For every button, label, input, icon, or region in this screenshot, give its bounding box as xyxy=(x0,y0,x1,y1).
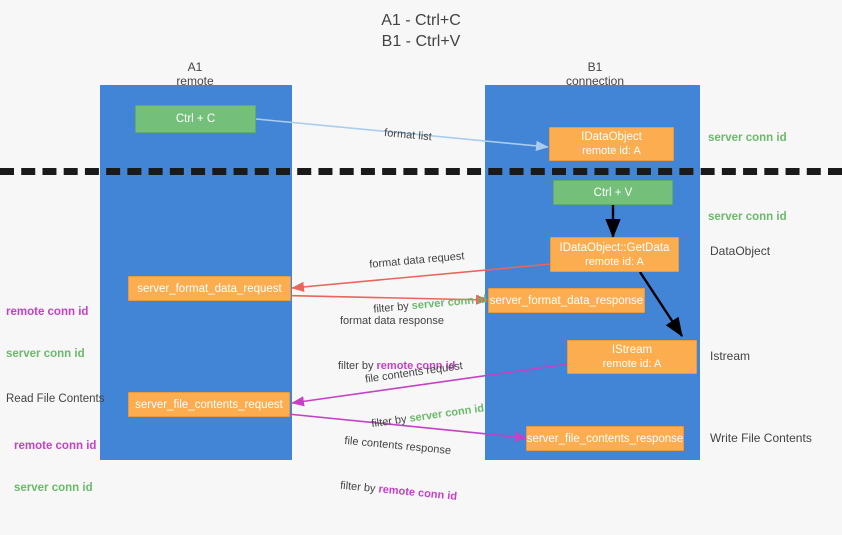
node-ctrl-c-label: Ctrl + C xyxy=(175,113,216,125)
right-label-istream: Istream xyxy=(710,349,751,363)
node-ctrl-v[interactable]: Ctrl + V xyxy=(553,180,673,205)
caption-fdres-token: remote conn id xyxy=(376,360,456,372)
node-istream[interactable]: IStream remote id: A xyxy=(567,340,697,374)
caption-format-data-response-line1: format data response xyxy=(340,315,444,327)
node-server-file-contents-request-label: server_file_contents_request xyxy=(135,398,283,411)
node-getdata-label: IDataObject::GetData xyxy=(559,241,670,254)
caption-file-contents-response: file contents response filter by remote … xyxy=(336,404,464,535)
caption-fcres-token: remote conn id xyxy=(377,483,458,503)
right-label-dataobject: DataObject xyxy=(710,244,771,258)
column-header-b1: B1 connection xyxy=(565,60,625,88)
node-server-file-contents-response[interactable]: server_file_contents_response xyxy=(526,426,684,451)
caption-format-data-response: format data response filter by remote co… xyxy=(338,284,455,404)
caption-file-contents-response-line2: filter by remote conn id xyxy=(339,479,458,505)
node-ctrl-c[interactable]: Ctrl + C xyxy=(135,105,256,133)
phase-divider xyxy=(0,168,842,175)
caption-format-data-request-line1: format data request xyxy=(368,250,465,271)
column-header-a1: A1 remote xyxy=(176,60,214,88)
node-getdata-remote-id: remote id: A xyxy=(585,255,644,268)
right-note-server-conn-id-mid: server conn id xyxy=(708,211,787,223)
node-istream-label: IStream xyxy=(611,344,653,356)
left-note-read-file-contents: Read File Contents xyxy=(6,393,105,405)
caption-format-list-text: format list xyxy=(383,127,433,144)
left-note-server-conn-id-2: server conn id xyxy=(14,482,93,494)
node-server-format-data-response[interactable]: server_format_data_response xyxy=(488,288,645,313)
node-istream-remote-id: remote id: A xyxy=(602,358,662,370)
node-server-format-data-request[interactable]: server_format_data_request xyxy=(128,276,291,301)
node-server-format-data-response-label: server_format_data_response xyxy=(489,294,644,307)
left-note-conn-ids-2: remote conn id server conn id xyxy=(14,411,96,523)
caption-file-contents-request-line1: file contents request xyxy=(364,359,464,386)
node-server-file-contents-request[interactable]: server_file_contents_request xyxy=(128,392,290,417)
node-server-file-contents-response-label: server_file_contents_response xyxy=(526,432,684,445)
caption-fdres-prefix: filter by xyxy=(338,360,377,372)
node-server-format-data-request-label: server_format_data_request xyxy=(137,282,282,295)
node-idataobject-remote-id: remote id: A xyxy=(582,145,641,157)
caption-format-list: format list xyxy=(370,110,434,160)
left-note-remote-conn-id-2: remote conn id xyxy=(14,440,97,452)
caption-format-data-response-line2: filter by remote conn id xyxy=(338,359,455,374)
diagram-canvas: A1 - Ctrl+C B1 - Ctrl+V A1 remote B1 con… xyxy=(0,12,842,503)
right-label-write-file-contents: Write File Contents xyxy=(710,431,812,445)
left-note-conn-ids-1: remote conn id server conn id xyxy=(6,277,88,389)
node-idataobject-label: IDataObject xyxy=(581,131,642,143)
caption-file-contents-response-line1: file contents response xyxy=(343,434,452,458)
page-title: A1 - Ctrl+C B1 - Ctrl+V xyxy=(381,12,461,50)
node-getdata[interactable]: IDataObject::GetData remote id: A xyxy=(550,237,679,272)
right-note-server-conn-id-top: server conn id xyxy=(708,132,787,144)
left-note-remote-conn-id-1: remote conn id xyxy=(6,306,89,318)
caption-fcres-prefix: filter by xyxy=(339,479,380,496)
node-ctrl-v-label: Ctrl + V xyxy=(593,186,633,199)
left-note-server-conn-id-1: server conn id xyxy=(6,348,85,360)
node-idataobject[interactable]: IDataObject remote id: A xyxy=(549,127,674,161)
